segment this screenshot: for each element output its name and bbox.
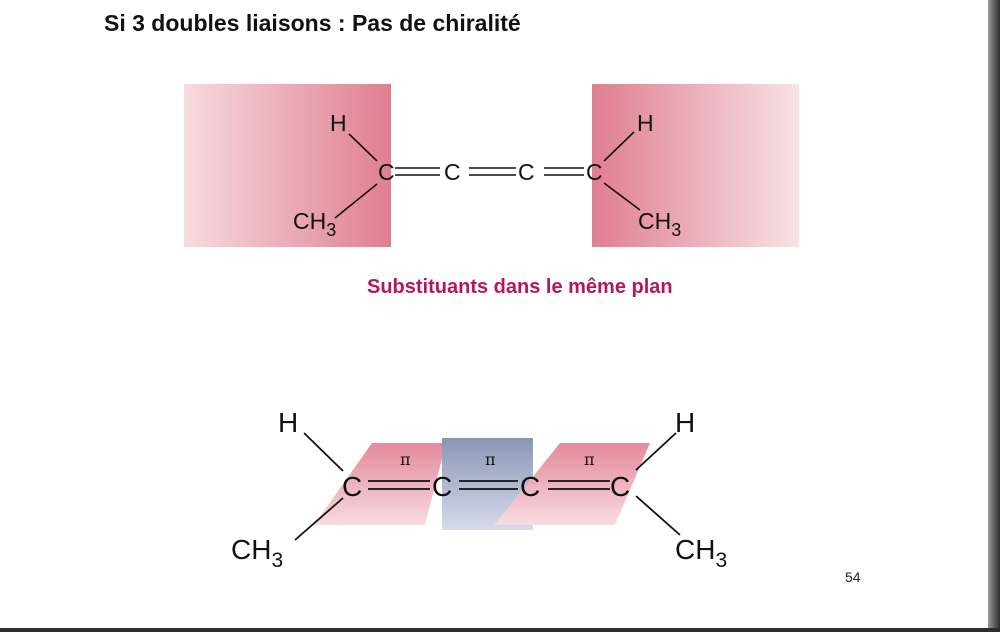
bond-ch3-left — [334, 183, 378, 219]
atom2-ch3-left: CH3 — [231, 534, 283, 572]
pi-label-2: π — [485, 450, 496, 469]
bond-h-right — [603, 131, 635, 162]
atom2-ch3-right: CH3 — [675, 534, 727, 572]
atom-h-left: H — [330, 110, 347, 136]
top-molecule: H C C C C H CH3 CH3 — [184, 84, 799, 247]
atom2-c2: C — [432, 471, 452, 502]
bond-h-left-2 — [303, 432, 344, 472]
pi-label-3: π — [584, 450, 595, 469]
plane-caption: Substituants dans le même plan — [367, 276, 673, 298]
atom-ch3-left: CH3 — [293, 208, 336, 240]
atom-c1: C — [378, 159, 395, 185]
left-substituent-plane — [184, 84, 391, 247]
atom2-c3: C — [520, 471, 540, 502]
bond-ch3-right-2 — [635, 495, 681, 536]
bond-ch3-right — [603, 182, 641, 211]
atom2-c1: C — [342, 471, 362, 502]
window-edge-right — [988, 0, 1000, 632]
atom2-h-right: H — [675, 407, 695, 438]
atom-ch3-right: CH3 — [638, 208, 681, 240]
window-edge-bottom — [0, 628, 1000, 632]
atom-c3: C — [518, 159, 535, 185]
atom-c4: C — [586, 159, 603, 185]
atom-h-right: H — [637, 110, 654, 136]
pi-label-1: π — [400, 450, 411, 469]
bond-h-left — [348, 133, 378, 162]
page-number: 54 — [845, 569, 861, 585]
bond-h-right-2 — [635, 432, 677, 471]
bottom-molecule: π π π H C C C C H CH3 CH3 — [231, 407, 727, 572]
slide-title: Si 3 doubles liaisons : Pas de chiralité — [104, 10, 521, 36]
bond-ch3-left-2 — [294, 497, 344, 541]
atom2-c4: C — [610, 471, 630, 502]
atom-c2: C — [444, 159, 461, 185]
atom2-h-left: H — [278, 407, 298, 438]
pi-plane-left — [314, 443, 446, 525]
right-substituent-plane — [592, 84, 799, 247]
pi-plane-right — [494, 443, 650, 525]
